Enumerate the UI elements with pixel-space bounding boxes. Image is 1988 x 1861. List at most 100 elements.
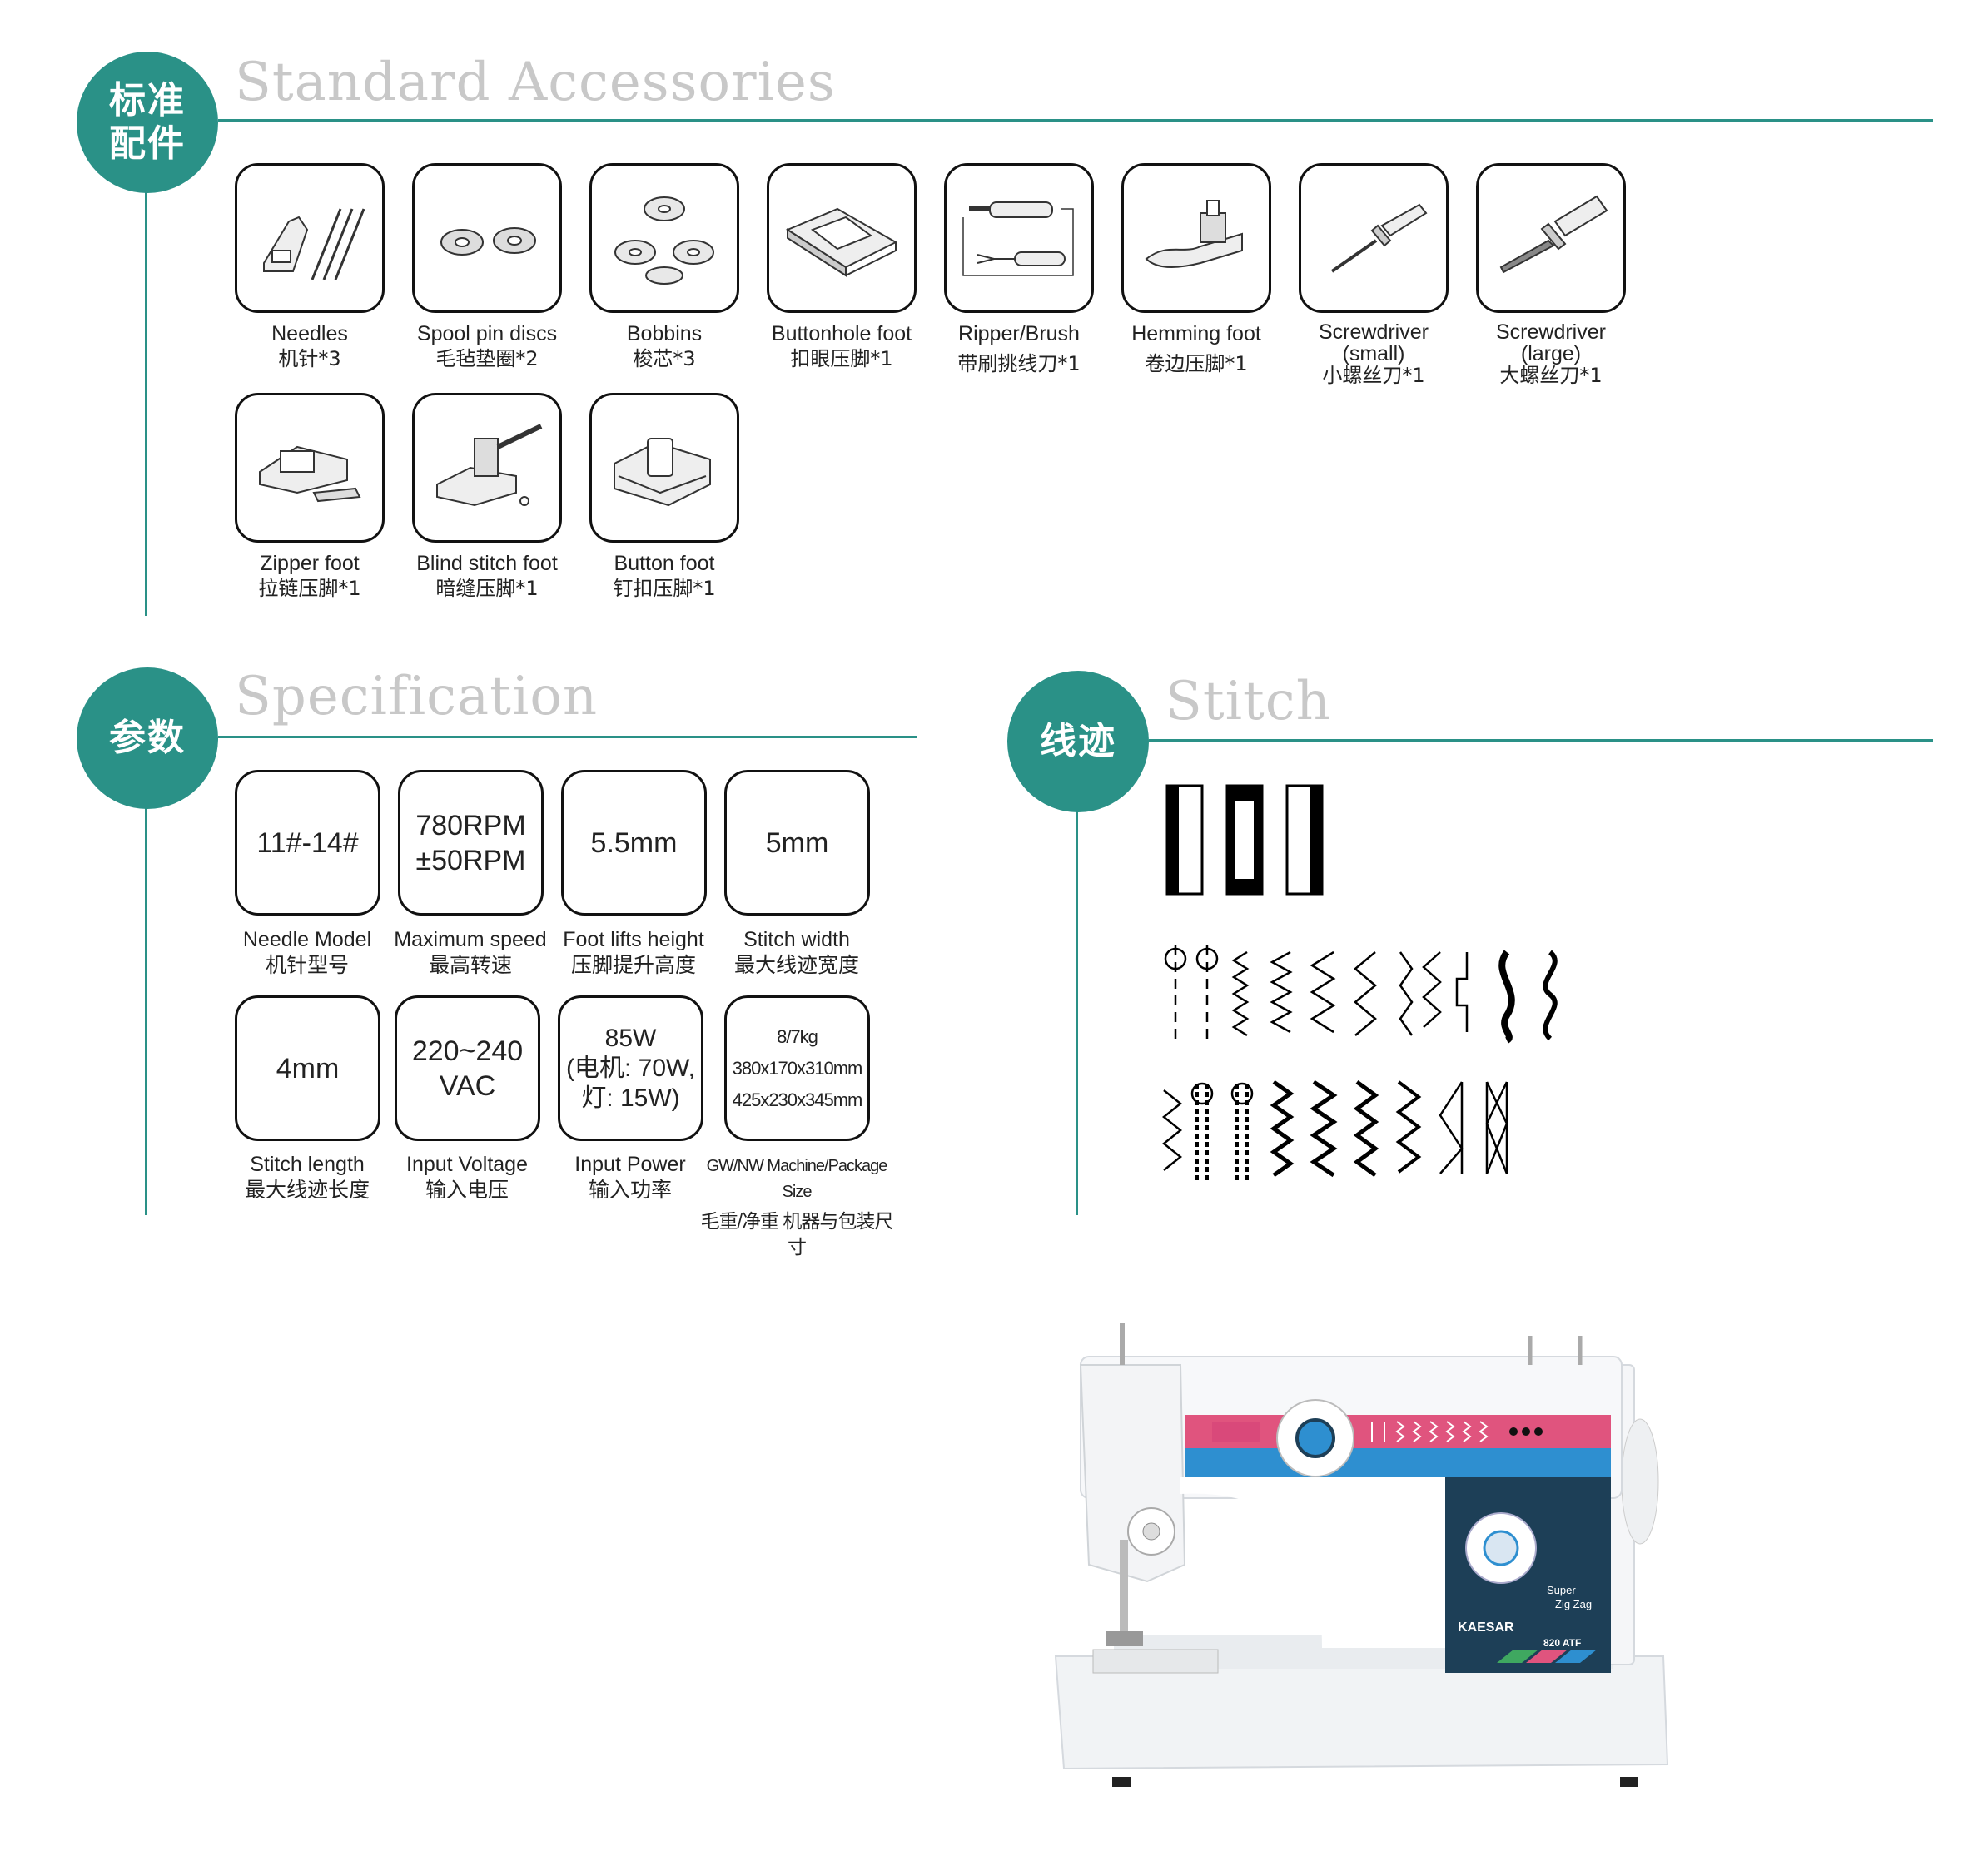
accessory-zh: 暗缝压脚*1 [435, 577, 539, 600]
accessory-en: Button foot [614, 552, 715, 575]
accessory-en: Zipper foot [260, 552, 360, 575]
accessory-tile-needles [235, 163, 385, 313]
accessory-tile-blind-stitch-foot [412, 393, 562, 543]
spec-box-stitch-width: 5mm [724, 770, 870, 916]
accessory-en: Bobbins [626, 322, 703, 345]
hemming-foot-icon [1145, 200, 1243, 268]
machine-model: 820 ATF [1543, 1637, 1581, 1649]
stitch-row-2 [1164, 945, 1558, 1044]
machine-tagline-2: Zig Zag [1555, 1598, 1592, 1610]
spec-caption-weight-size: GW/NW Machine/Package Size 毛重/净重 机器与包装尺寸 [697, 1154, 897, 1260]
accessory-caption-blind-stitch-foot: Blind stitch foot 暗缝压脚*1 [387, 551, 587, 601]
accessory-caption-ripper-brush: Ripper/Brush 带刷挑线刀*1 [919, 321, 1119, 376]
accessories-badge: 标准 配件 [77, 52, 218, 193]
spec-box-max-speed: 780RPM ±50RPM [398, 770, 544, 916]
specification-vrule [145, 801, 147, 1215]
spec-zh: 压脚提升高度 [570, 954, 696, 977]
accessory-en: Buttonhole foot [771, 322, 912, 345]
spec-caption-max-speed: Maximum speed 最高转速 [370, 927, 570, 979]
spec-en: Stitch length [250, 1153, 365, 1176]
accessory-en: Spool pin discs [416, 322, 558, 345]
accessory-en: Blind stitch foot [416, 552, 558, 575]
blind-stitch-foot-icon [436, 424, 543, 507]
accessory-caption-screwdriver-small: Screwdriver (small) 小螺丝刀*1 [1274, 321, 1474, 386]
spec-en: Input Power [574, 1153, 686, 1176]
needles-icon [263, 208, 365, 280]
bobbins-icon [614, 196, 714, 285]
accessory-caption-button-foot: Button foot 钉扣压脚*1 [564, 551, 764, 601]
accessory-zh: 机针*3 [278, 347, 341, 370]
accessory-zh: 钉扣压脚*1 [613, 577, 716, 600]
accessory-zh: 带刷挑线刀*1 [957, 352, 1081, 375]
accessory-zh: 拉链压脚*1 [258, 577, 361, 600]
accessory-tile-button-foot [589, 393, 739, 543]
spec-box-stitch-length: 4mm [235, 995, 380, 1141]
spec-zh: 输入电压 [425, 1179, 509, 1202]
accessory-zh: 小螺丝刀*1 [1322, 364, 1425, 387]
accessory-tile-screwdriver-small [1299, 163, 1449, 313]
spec-box-input-voltage: 220~240 VAC [395, 995, 540, 1141]
accessory-en: Ripper/Brush [958, 322, 1080, 345]
spec-zh: 机针型号 [265, 954, 349, 977]
spec-caption-stitch-width: Stitch width 最大线迹宽度 [697, 927, 897, 979]
accessories-title: Standard Accessories [235, 52, 836, 113]
spec-zh: 最大线迹宽度 [733, 954, 859, 977]
stitch-patterns [1161, 784, 1558, 1182]
spec-zh: 最高转速 [428, 954, 512, 977]
zipper-foot-icon [259, 445, 361, 503]
accessory-caption-spool-discs: Spool pin discs 毛毡垫圈*2 [387, 321, 587, 371]
machine-blue-band [1185, 1448, 1611, 1477]
spec-box-input-power: 85W (电机: 70W, 灯: 15W) [558, 995, 703, 1141]
accessory-caption-bobbins: Bobbins 梭芯*3 [564, 321, 764, 371]
stitch-row-3 [1161, 1079, 1508, 1182]
stitch-title: Stitch [1165, 671, 1331, 732]
accessory-tile-hemming-foot [1121, 163, 1271, 313]
spec-caption-input-voltage: Input Voltage 输入电压 [367, 1152, 567, 1203]
spec-zh: 输入功率 [588, 1179, 672, 1202]
accessory-en: Screwdriver (large) [1496, 320, 1606, 365]
accessory-tile-buttonhole-foot [767, 163, 917, 313]
spec-zh: 毛重/净重 机器与包装尺寸 [700, 1210, 894, 1258]
spec-en: Foot lifts height [563, 928, 704, 951]
accessories-rule [218, 119, 1933, 122]
spec-en: Needle Model [242, 928, 372, 951]
accessory-caption-hemming-foot: Hemming foot 卷边压脚*1 [1096, 321, 1296, 376]
spec-caption-stitch-length: Stitch length 最大线迹长度 [207, 1152, 407, 1203]
spool-discs-icon [440, 227, 536, 256]
button-foot-icon [614, 438, 711, 507]
accessory-caption-zipper-foot: Zipper foot 拉链压脚*1 [210, 551, 410, 601]
accessories-vrule [145, 185, 147, 616]
stitch-rule [1149, 739, 1933, 742]
accessory-zh: 大螺丝刀*1 [1499, 364, 1603, 387]
spec-caption-foot-lift: Foot lifts height 压脚提升高度 [534, 927, 733, 979]
accessory-tile-spool-discs [412, 163, 562, 313]
accessory-zh: 扣眼压脚*1 [790, 347, 893, 370]
stitch-badge: 线迹 [1007, 671, 1149, 812]
screwdriver-small-icon [1330, 203, 1428, 273]
accessory-tile-bobbins [589, 163, 739, 313]
accessory-en: Hemming foot [1131, 322, 1261, 345]
machine-brand: KAESAR [1458, 1620, 1514, 1635]
spec-box-foot-lift: 5.5mm [561, 770, 707, 916]
accessory-tile-ripper-brush [944, 163, 1094, 313]
accessory-zh: 毛毡垫圈*2 [435, 347, 539, 370]
stitch-vrule [1076, 804, 1078, 1215]
accessory-caption-needles: Needles 机针*3 [210, 321, 410, 371]
spec-box-needle-model: 11#-14# [235, 770, 380, 916]
specification-badge: 参数 [77, 667, 218, 809]
buttonhole-stitch-icons [1165, 784, 1324, 896]
accessory-caption-buttonhole-foot: Buttonhole foot 扣眼压脚*1 [742, 321, 942, 371]
accessory-zh: 梭芯*3 [633, 347, 696, 370]
specification-title: Specification [235, 666, 599, 727]
ripper-brush-icon [962, 201, 1074, 276]
machine-tagline-1: Super [1547, 1584, 1576, 1596]
accessory-zh: 卷边压脚*1 [1145, 352, 1248, 375]
accessory-en: Screwdriver (small) [1319, 320, 1429, 365]
spec-en: Stitch width [743, 928, 850, 951]
accessory-tile-zipper-foot [235, 393, 385, 543]
accessories-badge-text: 标准 配件 [109, 79, 186, 165]
machine-navy-panel [1445, 1477, 1611, 1673]
specification-rule [218, 736, 917, 738]
buttonhole-foot-icon [785, 207, 898, 277]
spec-en: Input Voltage [406, 1153, 528, 1176]
